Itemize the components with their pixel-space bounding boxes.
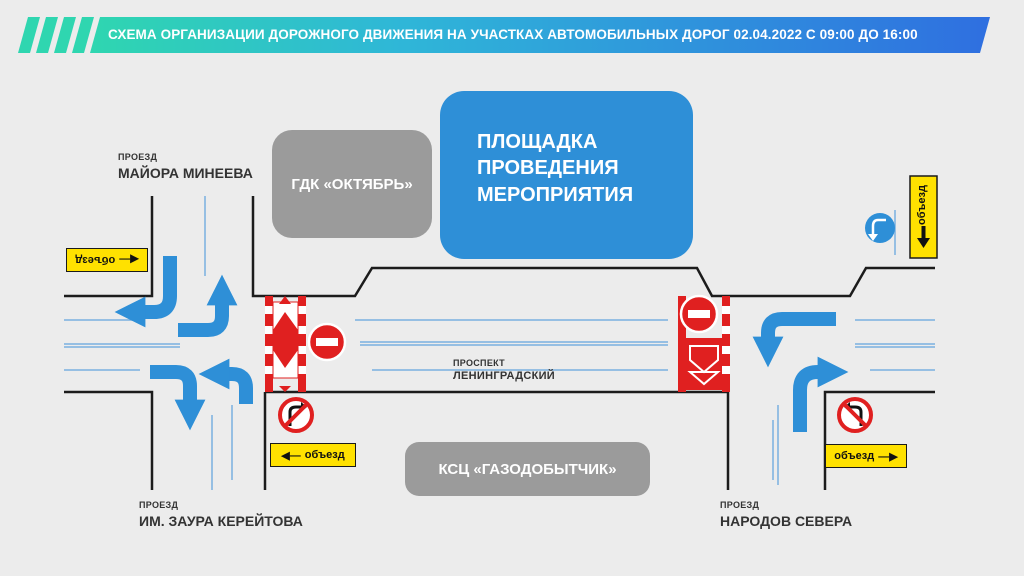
header-stripe-1: [18, 17, 40, 53]
road-edge-kereitova-left: [64, 390, 154, 490]
barrier-diamond: [273, 312, 298, 368]
street-prefix-mineeva: ПРОЕЗД: [118, 152, 158, 162]
arrow-right-up: [198, 358, 253, 404]
no-left-turn-sign-right: [837, 397, 873, 433]
street-name-prospekt: ЛЕНИНГРАДСКИЙ: [453, 370, 556, 382]
detour-label: объезд: [304, 449, 345, 461]
arrow-left-icon: ◀—: [119, 253, 139, 266]
detour-sign-bottom-right: объезд —▶: [825, 444, 907, 468]
barrier-arrow-down: [689, 345, 719, 374]
street-prefix-prospekt: ПРОСПЕКТ: [453, 358, 505, 368]
road-edge-main-top-right: [728, 266, 935, 298]
arrow-severa-up-right: [793, 356, 849, 432]
road-edge-mineeva-right: [251, 196, 265, 298]
road-edge-mineeva-left: [64, 196, 154, 298]
header-stripe-3: [54, 17, 76, 53]
arrow-mineeva-to-left: [114, 256, 177, 328]
header-banner: [18, 17, 990, 53]
detour-sign-top-right: [909, 175, 938, 259]
building-ksc-gazodobytchik: КСЦ «ГАЗОДОБЫТЧИК»: [405, 442, 650, 496]
detour-label: объезд: [834, 450, 875, 462]
detour-sign-top-left: ◀— объезд: [66, 248, 148, 272]
header-stripe-4: [72, 17, 94, 53]
street-name-severa: НАРОДОВ СЕВЕРА: [720, 513, 853, 529]
header-stripe-2: [36, 17, 58, 53]
barrier-left: [265, 296, 306, 392]
street-prefix-severa: ПРОЕЗД: [720, 500, 760, 510]
arrow-right-icon: —▶: [878, 450, 898, 463]
lane-markings: [64, 196, 935, 490]
road-edge-main-top: [265, 266, 728, 298]
traffic-arrows: [114, 256, 849, 432]
detour-label-vertical: объезд: [916, 185, 928, 225]
barrier-right: [678, 296, 730, 392]
arrow-down-icon: [917, 238, 930, 248]
event-venue-label: ПЛОЩАДКА ПРОВЕДЕНИЯ МЕРОПРИЯТИЯ: [477, 131, 634, 206]
no-entry-sign-right: [679, 294, 719, 334]
u-turn-sign: [865, 213, 895, 243]
arrow-left-icon: ◀—: [281, 449, 301, 462]
detour-sign-bottom-left: ◀— объезд: [270, 443, 356, 467]
arrow-down-kereitova: [150, 365, 206, 431]
no-left-turn-sign-left: [278, 397, 314, 433]
page-title: СХЕМА ОРГАНИЗАЦИИ ДОРОЖНОГО ДВИЖЕНИЯ НА …: [108, 27, 918, 42]
street-prefix-kereitova: ПРОЕЗД: [139, 500, 179, 510]
street-name-kereitova: ИМ. ЗАУРА КЕРЕЙТОВА: [139, 513, 303, 529]
header-bar: [90, 17, 990, 53]
detour-label: объезд: [75, 254, 116, 266]
no-entry-sign-left: [307, 322, 347, 362]
event-venue-box: ПЛОЩАДКА ПРОВЕДЕНИЯ МЕРОПРИЯТИЯ: [440, 91, 693, 259]
street-name-mineeva: МАЙОРА МИНЕЕВА: [118, 165, 253, 181]
arrow-right-to-left: [752, 312, 836, 368]
arrow-up-mineeva: [178, 274, 238, 337]
building-gdk-oktyabr: ГДК «ОКТЯБРЬ»: [272, 130, 432, 238]
